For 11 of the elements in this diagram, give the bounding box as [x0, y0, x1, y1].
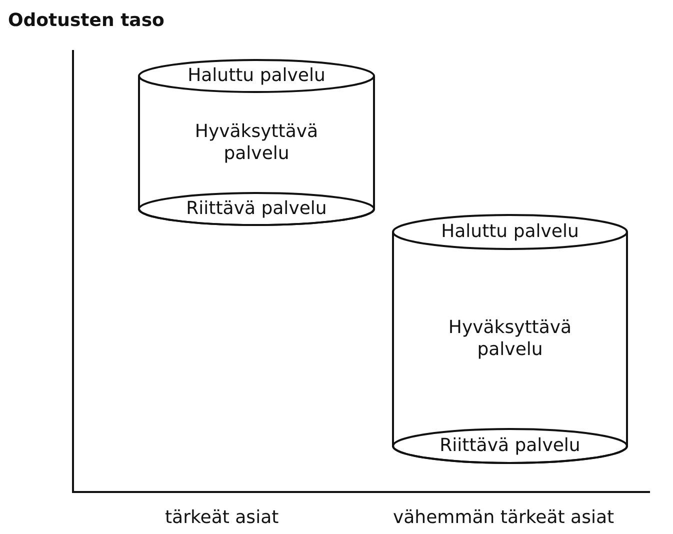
- cylinder-top-label: Haluttu palvelu: [186, 65, 326, 87]
- cylinder-body-label: Hyväksyttävä palvelu: [194, 120, 320, 164]
- cylinder: [138, 59, 375, 226]
- cylinder-bottom-label: Riittävä palvelu: [185, 198, 328, 220]
- category-label: vähemmän tärkeät asiat: [393, 507, 614, 528]
- category-label: tärkeät asiat: [165, 507, 279, 528]
- axis-title: Odotusten taso: [8, 10, 164, 31]
- cylinder-bottom-label: Riittävä palvelu: [438, 435, 582, 457]
- cylinder-body-label: Hyväksyttävä palvelu: [447, 317, 573, 361]
- cylinder-top-label: Haluttu palvelu: [440, 221, 580, 243]
- cylinder: [392, 214, 628, 464]
